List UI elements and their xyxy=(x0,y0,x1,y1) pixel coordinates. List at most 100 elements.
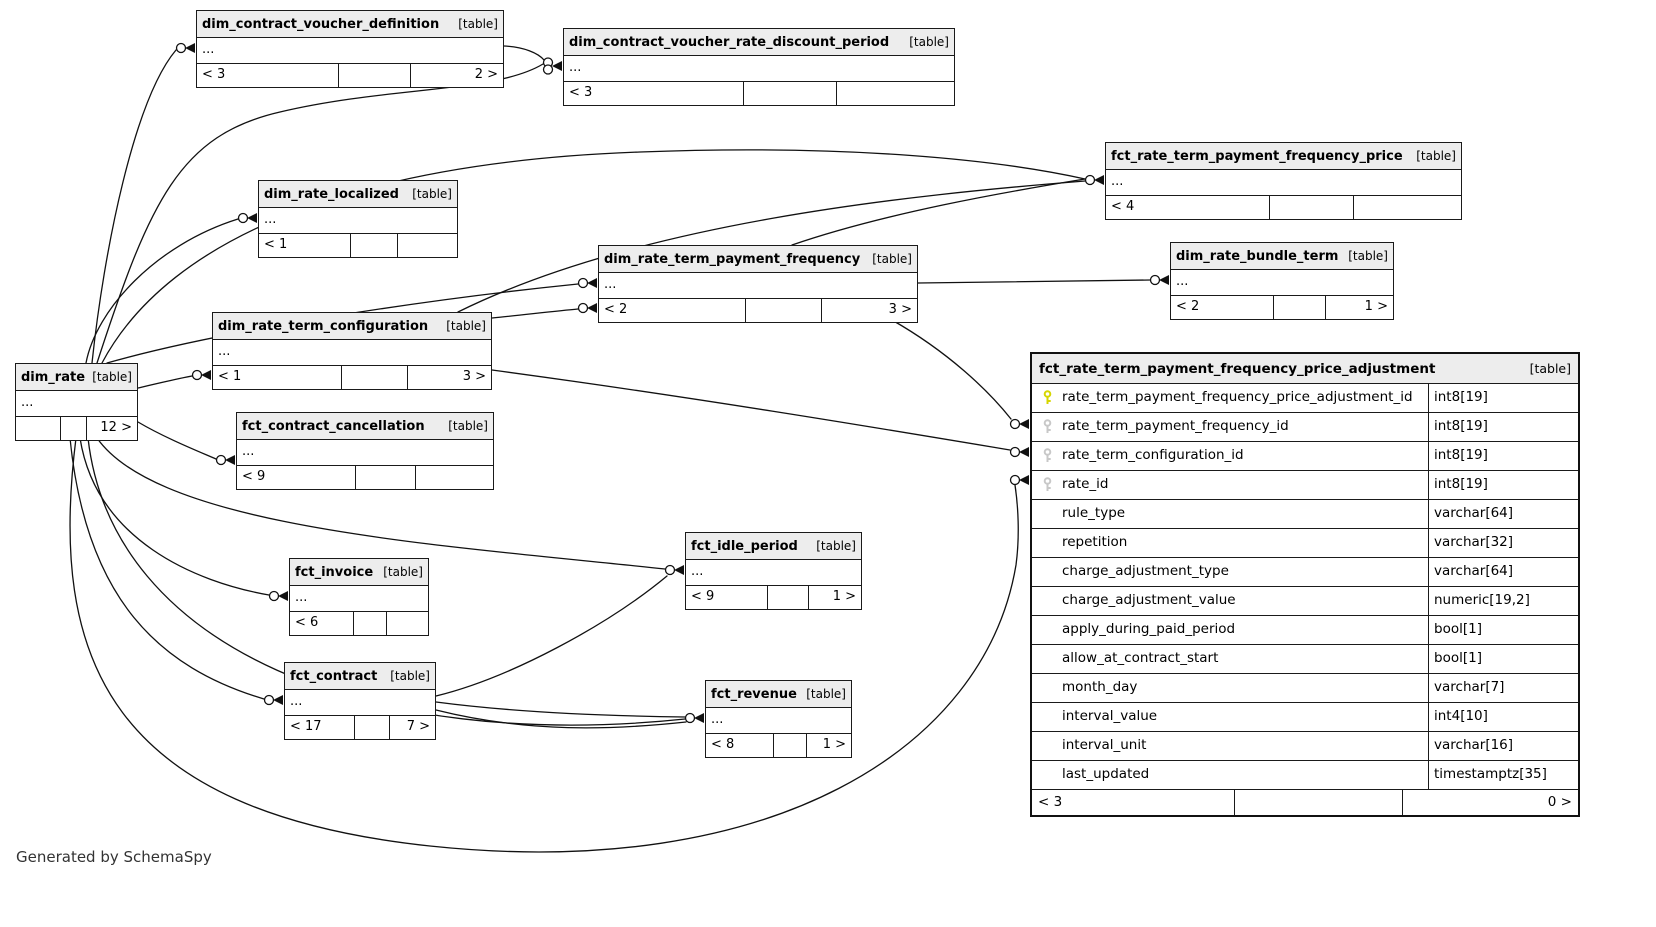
table-name[interactable]: fct_invoice xyxy=(295,564,374,580)
relationship-edge xyxy=(69,437,265,700)
footer-middle xyxy=(1269,196,1355,219)
column-row[interactable]: interval_value int4[10] xyxy=(1032,703,1578,732)
parent-count: < 3 xyxy=(202,67,226,82)
relationship-edge xyxy=(137,375,193,389)
column-name: month_day xyxy=(1062,679,1138,695)
columns-ellipsis[interactable]: ... xyxy=(213,340,491,366)
table-name[interactable]: fct_revenue xyxy=(711,686,797,702)
table-name[interactable]: dim_contract_voucher_rate_discount_perio… xyxy=(569,34,890,50)
columns-ellipsis[interactable]: ... xyxy=(1106,170,1461,196)
column-row[interactable]: month_day varchar[7] xyxy=(1032,674,1578,703)
child-count: 3 > xyxy=(888,302,912,317)
table-fct_contract_cancellation[interactable]: fct_contract_cancellation [table] ... < … xyxy=(236,412,494,490)
column-type: bool[1] xyxy=(1428,616,1578,644)
relationship-edge xyxy=(137,421,217,460)
table-name[interactable]: fct_rate_term_payment_frequency_price_ad… xyxy=(1039,360,1436,377)
table-name[interactable]: dim_rate_term_payment_frequency xyxy=(604,251,861,267)
table-dim_rate_term_configuration[interactable]: dim_rate_term_configuration [table] ... … xyxy=(212,312,492,390)
column-row[interactable]: allow_at_contract_start bool[1] xyxy=(1032,645,1578,674)
table-dim_contract_voucher_definition[interactable]: dim_contract_voucher_definition [table] … xyxy=(196,10,504,88)
relationship-counts: < 8 1 > xyxy=(706,734,851,757)
columns-ellipsis[interactable]: ... xyxy=(1171,270,1393,296)
table-fct_revenue[interactable]: fct_revenue [table] ... < 8 1 > xyxy=(705,680,852,758)
child-count: 3 > xyxy=(462,369,486,384)
column-name: interval_value xyxy=(1062,708,1158,724)
table-name[interactable]: dim_contract_voucher_definition xyxy=(202,16,440,32)
table-name[interactable]: fct_contract xyxy=(290,668,378,684)
columns-ellipsis[interactable]: ... xyxy=(16,391,137,417)
column-name: rate_id xyxy=(1062,476,1109,492)
table-dim_contract_voucher_rate_discount_period[interactable]: dim_contract_voucher_rate_discount_perio… xyxy=(563,28,955,106)
column-row[interactable]: rule_type varchar[64] xyxy=(1032,500,1578,529)
footer-middle xyxy=(353,612,387,635)
table-fct_invoice[interactable]: fct_invoice [table] ... < 6 xyxy=(289,558,429,636)
table-name[interactable]: fct_idle_period xyxy=(691,538,798,554)
key-icon-placeholder xyxy=(1032,761,1062,789)
table-name[interactable]: fct_rate_term_payment_frequency_price xyxy=(1111,148,1403,164)
table-dim_rate_localized[interactable]: dim_rate_localized [table] ... < 1 xyxy=(258,180,458,258)
table-header: dim_contract_voucher_rate_discount_perio… xyxy=(564,29,954,56)
column-row[interactable]: repetition varchar[32] xyxy=(1032,529,1578,558)
child-count xyxy=(398,234,457,257)
parent-count: < 1 xyxy=(218,369,242,384)
relationship-counts: < 3 2 > xyxy=(197,64,503,87)
column-row[interactable]: rate_term_payment_frequency_price_adjust… xyxy=(1032,384,1578,413)
column-row[interactable]: apply_during_paid_period bool[1] xyxy=(1032,616,1578,645)
column-type: int8[19] xyxy=(1428,471,1578,499)
column-row[interactable]: rate_id int8[19] xyxy=(1032,471,1578,500)
column-row[interactable]: rate_term_payment_frequency_id int8[19] xyxy=(1032,413,1578,442)
table-name[interactable]: dim_rate_localized xyxy=(264,186,399,202)
key-icon-placeholder xyxy=(1032,529,1062,557)
table-header: fct_idle_period [table] xyxy=(686,533,861,560)
column-row[interactable]: charge_adjustment_type varchar[64] xyxy=(1032,558,1578,587)
column-row[interactable]: charge_adjustment_value numeric[19,2] xyxy=(1032,587,1578,616)
table-name[interactable]: dim_rate_term_configuration xyxy=(218,318,429,334)
table-tag: [table] xyxy=(92,370,132,384)
table-fct_contract[interactable]: fct_contract [table] ... < 17 7 > xyxy=(284,662,436,740)
relationship-edge xyxy=(101,149,1086,364)
column-name: rule_type xyxy=(1062,505,1126,521)
relationship-edge xyxy=(69,437,1019,853)
columns-ellipsis[interactable]: ... xyxy=(706,708,851,734)
table-name[interactable]: fct_contract_cancellation xyxy=(242,418,425,434)
table-name[interactable]: dim_rate_bundle_term xyxy=(1176,248,1339,264)
table-tag: [table] xyxy=(806,687,846,701)
table-header: fct_revenue [table] xyxy=(706,681,851,708)
columns-ellipsis[interactable]: ... xyxy=(285,690,435,716)
table-dim_rate[interactable]: dim_rate [table] ... 12 > xyxy=(15,363,138,441)
footer-middle xyxy=(337,64,412,87)
table-dim_rate_bundle_term[interactable]: dim_rate_bundle_term [table] ... < 2 1 > xyxy=(1170,242,1394,320)
columns-ellipsis[interactable]: ... xyxy=(686,560,861,586)
table-header: dim_rate_localized [table] xyxy=(259,181,457,208)
column-name: repetition xyxy=(1062,534,1128,550)
key-icon-placeholder xyxy=(1032,500,1062,528)
child-count: 2 > xyxy=(474,67,498,82)
table-tag: [table] xyxy=(390,669,430,683)
relationship-counts: < 4 xyxy=(1106,196,1461,219)
table-header: fct_contract_cancellation [table] xyxy=(237,413,493,440)
columns-ellipsis[interactable]: ... xyxy=(237,440,493,466)
table-fct_rate_term_payment_frequency_price_adjustment[interactable]: fct_rate_term_payment_frequency_price_ad… xyxy=(1030,352,1580,817)
table-name[interactable]: dim_rate xyxy=(21,369,86,385)
relationship-counts: < 1 xyxy=(259,234,457,257)
column-type: int8[19] xyxy=(1428,442,1578,470)
columns-ellipsis[interactable]: ... xyxy=(564,56,954,82)
key-icon-placeholder xyxy=(1032,645,1062,673)
columns-ellipsis[interactable]: ... xyxy=(599,273,917,299)
columns-ellipsis[interactable]: ... xyxy=(197,38,503,64)
column-row[interactable]: rate_term_configuration_id int8[19] xyxy=(1032,442,1578,471)
table-fct_rate_term_payment_frequency_price[interactable]: fct_rate_term_payment_frequency_price [t… xyxy=(1105,142,1462,220)
child-count: 1 > xyxy=(832,589,856,604)
table-tag: [table] xyxy=(816,539,856,553)
column-row[interactable]: interval_unit varchar[16] xyxy=(1032,732,1578,761)
footer-middle xyxy=(354,466,417,489)
columns-ellipsis[interactable]: ... xyxy=(259,208,457,234)
columns-ellipsis[interactable]: ... xyxy=(290,586,428,612)
table-dim_rate_term_payment_frequency[interactable]: dim_rate_term_payment_frequency [table] … xyxy=(598,245,918,323)
table-fct_idle_period[interactable]: fct_idle_period [table] ... < 9 1 > xyxy=(685,532,862,610)
table-tag: [table] xyxy=(872,252,912,266)
column-row[interactable]: last_updated timestamptz[35] xyxy=(1032,761,1578,790)
relationship-edge xyxy=(791,178,1086,246)
relationship-edges xyxy=(69,45,1151,853)
